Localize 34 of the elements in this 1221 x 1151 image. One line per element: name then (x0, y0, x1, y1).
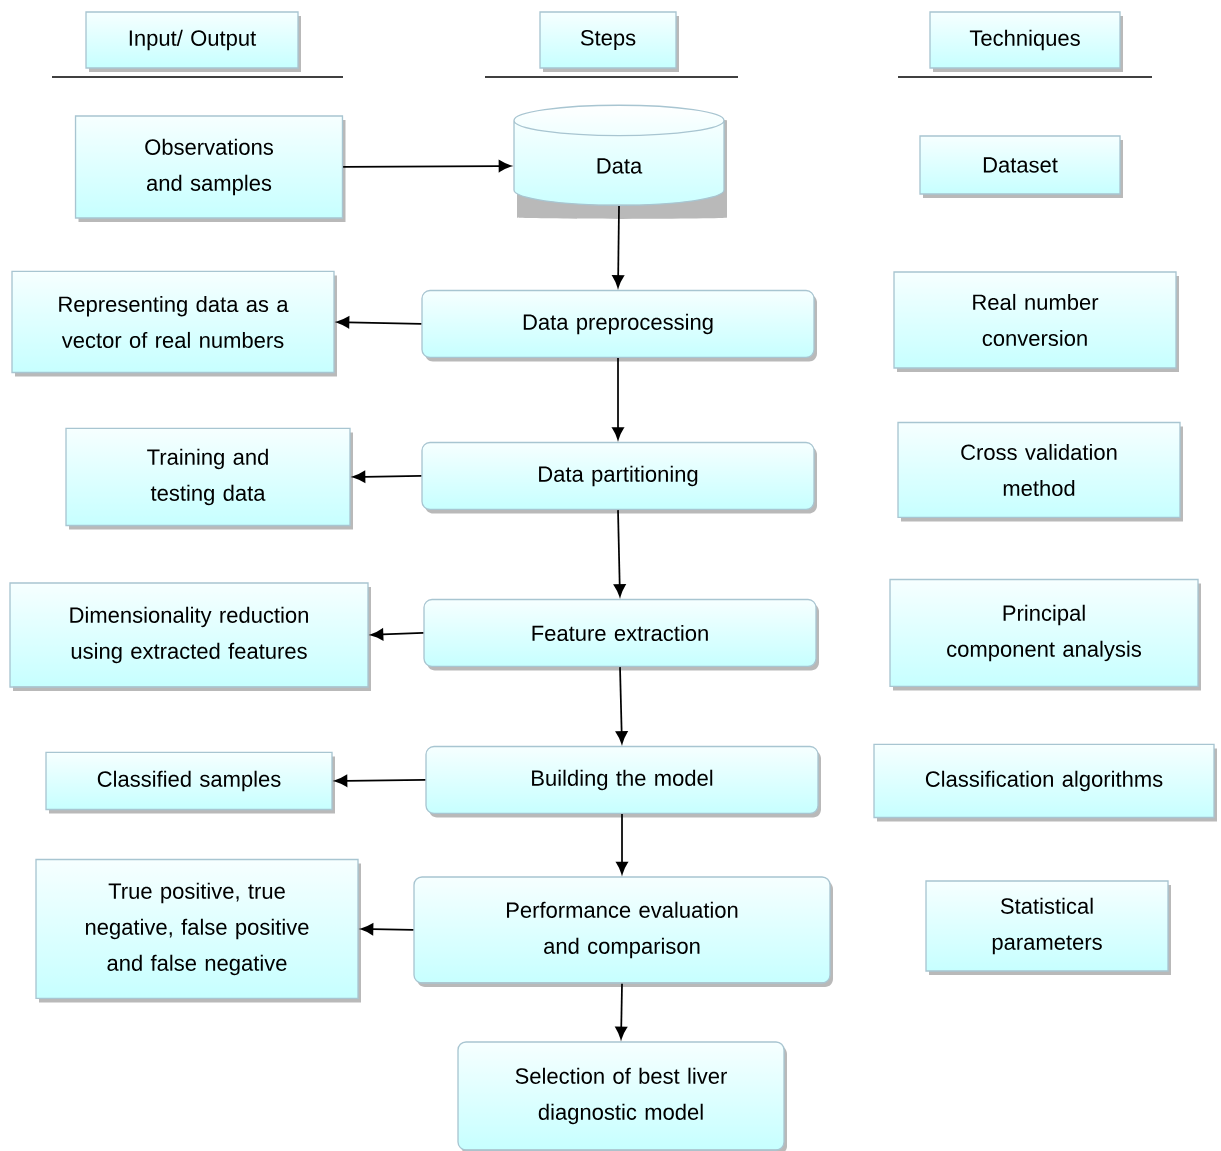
arrow (612, 357, 624, 440)
text-box: Representing data as a vector of real numbers (11, 270, 337, 377)
process-box: Feature extraction (423, 598, 819, 671)
text-box: Classification algorithms (873, 743, 1217, 822)
process-box: Selection of best liver diagnostic model (457, 1041, 787, 1151)
arrow (615, 982, 628, 1040)
arrow (612, 205, 625, 288)
process-box: Building the model (425, 745, 821, 818)
arrow (370, 628, 425, 641)
text-box: Cross validation method (897, 421, 1183, 522)
text-box: Dataset (919, 135, 1123, 198)
text-box: Observations and samples (74, 115, 346, 222)
column-header: Techniques (929, 11, 1123, 72)
text-box: Dimensionality reduction using extracted features (9, 582, 371, 691)
text-box: Statistical parameters (925, 880, 1171, 975)
arrow (334, 774, 427, 787)
process-box: Data partitioning (421, 441, 817, 514)
database-cylinder: Data (513, 104, 727, 219)
arrow (360, 923, 415, 936)
arrow (336, 316, 423, 329)
process-box: Data preprocessing (421, 289, 817, 362)
text-box: True positive, true negative, false positive and false negative (35, 858, 361, 1003)
text-box: Training and testing data (65, 427, 353, 530)
arrow (352, 470, 423, 483)
arrow (613, 509, 626, 597)
text-box: Principal component analysis (889, 578, 1201, 691)
text-box: Classified samples (45, 751, 335, 814)
text-box: Real number conversion (893, 271, 1179, 372)
arrow (615, 666, 628, 744)
column-header: Steps (539, 11, 679, 72)
arrow (342, 160, 512, 172)
arrow (616, 813, 628, 875)
column-header: Input/ Output (85, 11, 301, 72)
process-box: Performance evaluation and comparison (413, 876, 833, 987)
